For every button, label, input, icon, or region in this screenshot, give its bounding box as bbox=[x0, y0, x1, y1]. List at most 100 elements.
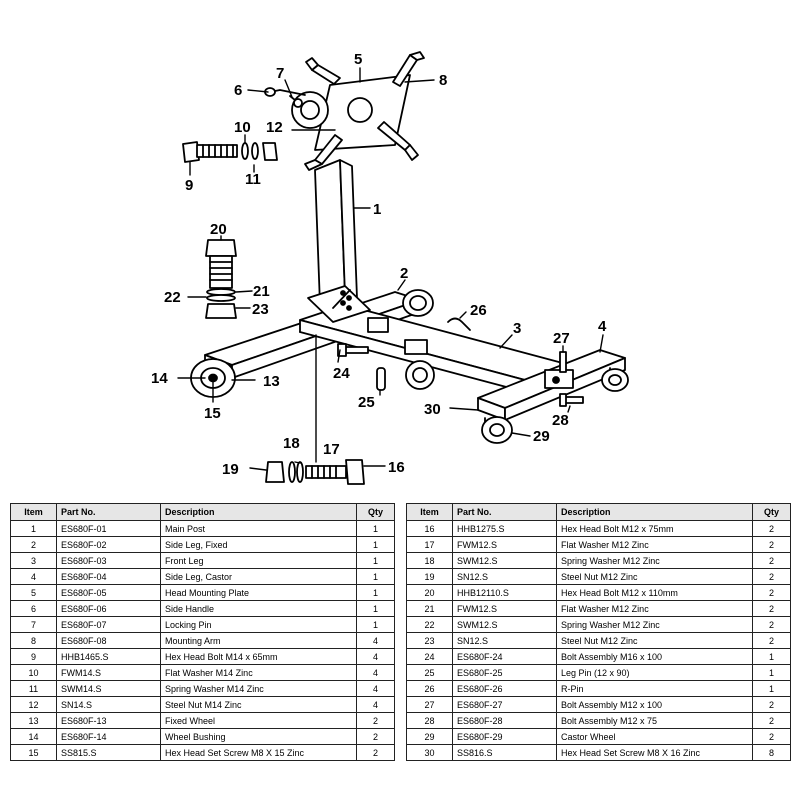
cell-qty: 1 bbox=[356, 616, 395, 633]
cell-part-no: HHB1275.S bbox=[452, 520, 557, 537]
mounting-arm-top-right bbox=[392, 51, 425, 87]
cell-qty: 4 bbox=[356, 648, 395, 665]
cell-qty: 2 bbox=[752, 600, 791, 617]
cell-part-no: FWM12.S bbox=[452, 536, 557, 553]
cell-description: Wheel Bushing bbox=[160, 728, 357, 745]
cell-qty: 4 bbox=[356, 680, 395, 697]
column-header-part-no: Part No. bbox=[452, 503, 557, 521]
cell-qty: 4 bbox=[356, 664, 395, 681]
cell-description: Fixed Wheel bbox=[160, 712, 357, 729]
cell-description: Side Leg, Castor bbox=[160, 568, 357, 585]
cell-part-no: ES680F-06 bbox=[56, 600, 161, 617]
table-header-row: Item Part No. Description Qty bbox=[406, 503, 791, 521]
cell-item: 5 bbox=[10, 584, 57, 601]
callout-17: 17 bbox=[323, 441, 340, 458]
cell-item: 26 bbox=[406, 680, 453, 697]
cell-part-no: SN14.S bbox=[56, 696, 161, 713]
cell-description: Side Handle bbox=[160, 600, 357, 617]
cell-description: Hex Head Bolt M12 x 110mm bbox=[556, 584, 753, 601]
arm-bolt-assembly bbox=[182, 141, 278, 163]
locking-pin bbox=[289, 95, 303, 108]
cell-item: 10 bbox=[10, 664, 57, 681]
cell-description: Hex Head Bolt M12 x 75mm bbox=[556, 520, 753, 537]
callout-5: 5 bbox=[354, 51, 362, 68]
cell-part-no: SN12.S bbox=[452, 632, 557, 649]
callout-22: 22 bbox=[164, 289, 181, 306]
cell-qty: 2 bbox=[752, 712, 791, 729]
cell-item: 4 bbox=[10, 568, 57, 585]
cell-qty: 4 bbox=[356, 696, 395, 713]
cell-description: Flat Washer M12 Zinc bbox=[556, 600, 753, 617]
cell-description: Hex Head Bolt M14 x 65mm bbox=[160, 648, 357, 665]
cell-item: 14 bbox=[10, 728, 57, 745]
cell-item: 16 bbox=[406, 520, 453, 537]
cell-qty: 2 bbox=[752, 584, 791, 601]
callout-labels: 1 2 3 4 5 6 7 8 9 10 11 12 13 14 15 16 1… bbox=[151, 51, 607, 478]
cell-qty: 1 bbox=[356, 520, 395, 537]
callout-29: 29 bbox=[533, 428, 550, 445]
cell-qty: 1 bbox=[356, 584, 395, 601]
cell-item: 23 bbox=[406, 632, 453, 649]
castor-wheel-front bbox=[481, 416, 513, 444]
callout-27: 27 bbox=[553, 330, 570, 347]
cell-description: Side Leg, Fixed bbox=[160, 536, 357, 553]
callout-3: 3 bbox=[513, 320, 521, 337]
cell-part-no: SWM12.S bbox=[452, 616, 557, 633]
cell-part-no: ES680F-02 bbox=[56, 536, 161, 553]
main-post bbox=[307, 159, 371, 323]
cell-description: Locking Pin bbox=[160, 616, 357, 633]
cell-item: 30 bbox=[406, 744, 453, 761]
cell-qty: 2 bbox=[356, 728, 395, 745]
cell-part-no: ES680F-27 bbox=[452, 696, 557, 713]
table-header-row: Item Part No. Description Qty bbox=[10, 503, 395, 521]
cell-description: R-Pin bbox=[556, 680, 753, 697]
cell-part-no: HHB12110.S bbox=[452, 584, 557, 601]
callout-13: 13 bbox=[263, 373, 280, 390]
cell-description: Castor Wheel bbox=[556, 728, 753, 745]
callout-2: 2 bbox=[400, 265, 408, 282]
callout-8: 8 bbox=[439, 72, 447, 89]
cell-qty: 2 bbox=[752, 616, 791, 633]
cell-part-no: SS815.S bbox=[56, 744, 161, 761]
cell-qty: 4 bbox=[356, 632, 395, 649]
cell-qty: 2 bbox=[752, 728, 791, 745]
callout-10: 10 bbox=[234, 119, 251, 136]
leg-pin bbox=[376, 367, 386, 391]
cell-qty: 1 bbox=[752, 648, 791, 665]
cell-item: 17 bbox=[406, 536, 453, 553]
cell-qty: 1 bbox=[356, 536, 395, 553]
bolt-assembly-m16 bbox=[337, 343, 369, 357]
cell-item: 7 bbox=[10, 616, 57, 633]
cell-description: Spring Washer M14 Zinc bbox=[160, 680, 357, 697]
cell-item: 29 bbox=[406, 728, 453, 745]
cell-item: 21 bbox=[406, 600, 453, 617]
cell-item: 22 bbox=[406, 616, 453, 633]
cell-item: 25 bbox=[406, 664, 453, 681]
cell-part-no: ES680F-29 bbox=[452, 728, 557, 745]
cell-description: Bolt Assembly M16 x 100 bbox=[556, 648, 753, 665]
cell-item: 11 bbox=[10, 680, 57, 697]
cell-item: 20 bbox=[406, 584, 453, 601]
column-header-qty: Qty bbox=[356, 503, 395, 521]
vertical-bolt-assembly bbox=[205, 239, 237, 319]
callout-14: 14 bbox=[151, 370, 168, 387]
callout-19: 19 bbox=[222, 461, 239, 478]
cell-description: Bolt Assembly M12 x 100 bbox=[556, 696, 753, 713]
cell-qty: 1 bbox=[752, 680, 791, 697]
cell-item: 12 bbox=[10, 696, 57, 713]
